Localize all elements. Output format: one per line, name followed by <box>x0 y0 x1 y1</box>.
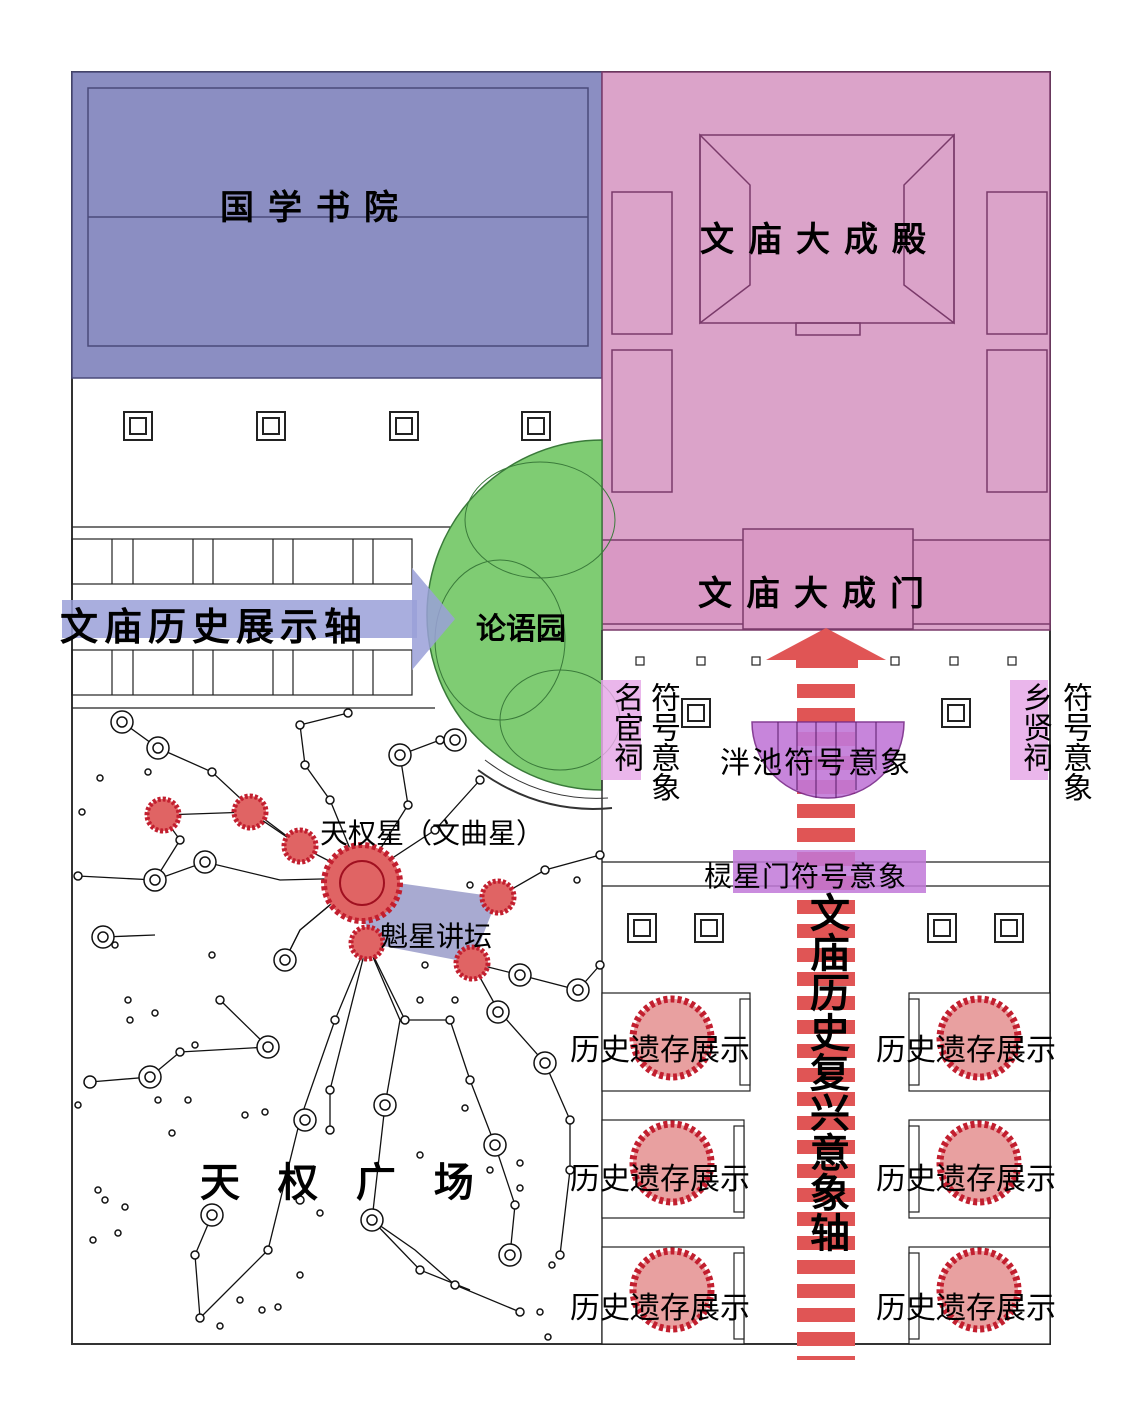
relic-marker <box>936 1247 1022 1333</box>
academy-block <box>71 71 603 379</box>
tianquan-star-marker <box>321 842 403 924</box>
plaza-label: 天 权 广 场 <box>200 1160 486 1206</box>
lingxing-gate-block <box>733 850 926 893</box>
relic-label: 历史遗存展示 <box>876 1033 1056 1068</box>
relic-marker <box>936 1120 1022 1206</box>
relic-label: 历史遗存展示 <box>876 1162 1056 1197</box>
xiangxian-shrine-label: 乡贤祠 <box>1017 682 1052 772</box>
xiangxian-shrine-block <box>1010 680 1048 780</box>
revival-axis <box>766 628 886 1360</box>
relic-label: 历史遗存展示 <box>570 1291 750 1326</box>
history-axis-label: 文庙历史展示轴 <box>60 605 369 649</box>
symbol-left-label: 符号意象 <box>645 682 680 802</box>
mingguan-shrine-block <box>601 680 641 780</box>
mingguan-shrine-label: 名宦祠 <box>608 682 643 772</box>
main-gate-label: 文庙大成门 <box>698 574 938 614</box>
academy-label: 国学书院 <box>220 188 412 228</box>
relic-marker <box>936 995 1022 1081</box>
constellation-stars <box>73 708 605 1341</box>
relic-marker <box>629 1120 715 1206</box>
relic-label: 历史遗存展示 <box>570 1162 750 1197</box>
symbol-right-label: 符号意象 <box>1057 682 1092 802</box>
main-hall-label: 文庙大成殿 <box>700 220 940 260</box>
relic-label: 历史遗存展示 <box>876 1291 1056 1326</box>
analects-garden <box>426 439 621 810</box>
relic-label: 历史遗存展示 <box>570 1033 750 1068</box>
relic-markers <box>629 995 1022 1333</box>
pool-symbol <box>751 721 905 799</box>
relic-marker <box>629 995 715 1081</box>
history-axis-arrow <box>62 568 455 670</box>
star-label: 天权星（文曲星） <box>320 817 545 850</box>
analects-garden-label: 论语园 <box>476 612 566 647</box>
pool-label: 泮池符号意象 <box>720 746 912 781</box>
forum-label: 魁星讲坛 <box>380 920 493 953</box>
key-stars <box>144 793 517 982</box>
relic-marker <box>629 1247 715 1333</box>
temple-block <box>601 71 1051 631</box>
revival-axis-label: 文庙历史复兴意象轴 <box>803 892 849 1252</box>
lingxing-gate-label: 棂星门符号意象 <box>704 860 908 893</box>
pavilion-squares <box>123 411 551 441</box>
